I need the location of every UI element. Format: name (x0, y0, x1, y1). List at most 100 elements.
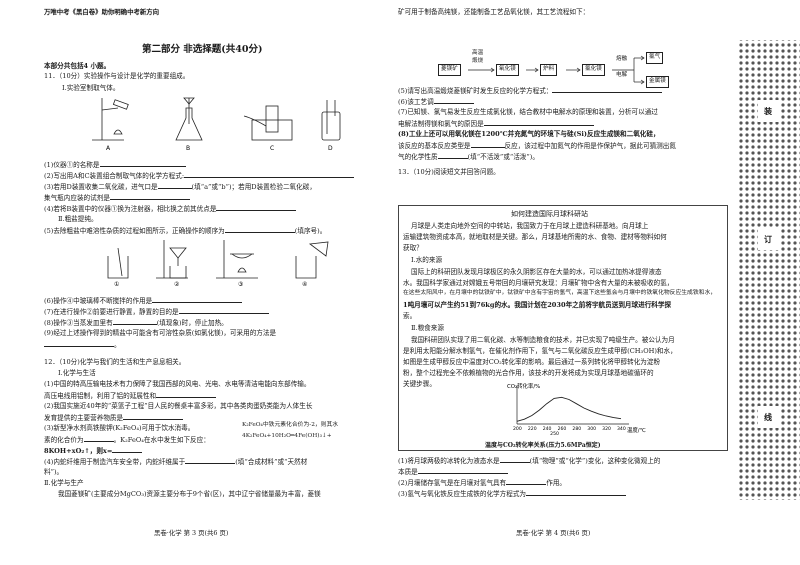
answer-blank[interactable] (185, 457, 236, 464)
flow-node-mgcl2: 氯化镁 (582, 64, 605, 76)
answer-blank[interactable] (109, 193, 190, 200)
answer-blank[interactable] (83, 435, 114, 442)
article-line: 获取？ (403, 244, 423, 252)
answer-blank[interactable] (178, 307, 269, 314)
answer-blank[interactable] (112, 318, 157, 325)
footer-right: 黑卷·化学 第 4 页(共6 页) (516, 529, 591, 537)
chart-series-line (516, 396, 622, 422)
q11-9a: (9)经过上述操作得到的精盐中可能含有可溶性杂质(如氯化镁)，可采用的方法是 (44, 329, 277, 337)
article-line: 粉，整个过程完全不依赖植物的光合作用，该技术的开发将成为实现月球基地碳循环的 (403, 369, 654, 377)
q12-part1: Ⅰ.化学与生活 (58, 369, 96, 377)
answer-blank[interactable] (216, 204, 297, 211)
article-line: 月球是人类走向地外空间的中转站，我国致力于在月球上建造科研基地。向月球上 (411, 222, 649, 230)
q11-stem: 11．（10分）实验操作与设计是化学的重要组成。 (44, 72, 190, 80)
chart-y-label: CO₂转化率/% (507, 382, 540, 390)
r8b: 该反应的基本反应类型是反应，该过程中加氮气的作用是作保护气，据此可猜测出氮 (398, 141, 676, 150)
section-title: 第二部分 非选择题(共40分) (142, 44, 263, 55)
q12-1b: 高压电线用铝制，利用了铝的延展性和 (44, 391, 217, 401)
answer-blank[interactable] (552, 86, 663, 93)
answer-blank[interactable] (44, 340, 114, 347)
binding-mark-zhuang: 装 (764, 106, 772, 116)
step-label-4: ④ (302, 281, 307, 288)
article-line: 关键步骤。 (403, 380, 436, 388)
binding-margin: 装 订 线 (738, 0, 800, 565)
r7a: (7)已知镁、氯气易发生反应生成氯化镁，结合教材中电解水的原理和装置，分析可以通… (398, 108, 658, 116)
article-line: 运输建筑物资成本高，就地取材是关键。那么，月球基地所需的水、食物、建材等物料如何 (403, 233, 667, 241)
answer-blank[interactable] (417, 467, 508, 474)
r13-1c: 本质是 (398, 467, 508, 477)
q12-2a: (2)我国实施近40年的“菜篮子工程”目人民的餐桌丰富多彩，其中各类肉蛋奶类能为… (44, 402, 313, 410)
answer-blank[interactable] (506, 478, 547, 485)
flow-arrows (468, 55, 645, 85)
apparatus-label-b: B (186, 145, 190, 152)
article-line: 1吨月壤可以产生约51到76kg的水。我国计划在2030年之前将宇航员送到月球进… (403, 301, 672, 309)
chart-caption: 温度与CO₂转化率关系(压力5.6MPa恒定) (485, 442, 601, 449)
chart-x-tick: 260 (558, 426, 567, 432)
q12-stem: 12．（10分)化学与我们的生活和生产息息相关。 (44, 358, 186, 366)
step-label-3: ③ (238, 281, 243, 288)
article-line: 在这些太阳风中，在月壤中的钛铁矿中，钛铁矿中含有宇宙的氢气，高温下这些氢会与月壤… (403, 290, 717, 296)
answer-blank[interactable] (152, 296, 243, 303)
article-line: 国际上的科研团队发现月球极区的永久阴影区存在大量的水，可以通过加热冰提得液态 (411, 268, 662, 276)
answer-blank[interactable] (112, 446, 143, 453)
answer-blank[interactable] (483, 119, 594, 126)
chart-x-tick: 300 (587, 426, 596, 432)
q11-part1: Ⅰ.实验室制取气体。 (62, 84, 120, 92)
r5: (5)请写出高温煅烧菱镁矿时发生反应的化学方程式： (398, 86, 663, 96)
article-line: 如图是生成甲醇反应中温度对CO₂转化率的影响。最后通过一系列转化将甲醇转化为淀粉 (403, 358, 661, 366)
answer-blank[interactable] (433, 97, 474, 104)
answer-blank[interactable] (499, 456, 530, 463)
q12-1a: (1)中国的特高压输电技术有力保障了我国西部的风电、光电、水电等清洁电能向东部传… (44, 380, 311, 388)
answer-blank[interactable] (184, 171, 355, 178)
flow-label-dianjie: 电解 (616, 72, 628, 78)
r13-1: (1)将月球两极的冰转化为液态水是(填“物理”或“化学”)变化，这种变化微观上的 (398, 456, 661, 465)
section-intro: 本部分共包括4 小题。 (44, 62, 111, 70)
answer-blank[interactable] (156, 391, 217, 398)
flow-label-gaowen: 高温 (472, 50, 484, 56)
q12-2b: 发育提供的主要营养物质是 (44, 413, 184, 423)
q11-5: (5)去除粗盐中难溶性杂质的过程如图所示，正确操作的顺序为(填序号)。 (44, 226, 327, 235)
chart-x-tick: 320 (602, 426, 611, 432)
q12-4a: (4)内蛇纤维用于制造汽车安全带，内蛇纤维属于(填“合成材料”或“天然材 (44, 457, 308, 466)
q11-part2: Ⅱ.粗盐提纯。 (58, 215, 98, 223)
q11-7: (7)在进行操作②前要进行静置，静置的目的是 (44, 307, 269, 317)
flow-node-furnace: 炉料 (540, 64, 558, 76)
q12-part2: Ⅱ.化学与生产 (44, 479, 84, 487)
apparatus-label-c: C (270, 145, 274, 152)
step-label-2: ② (174, 281, 180, 288)
r7b: 电解法制得镁和氯气的原因是 (398, 119, 594, 129)
answer-blank[interactable] (470, 141, 505, 148)
answer-blank[interactable] (99, 160, 186, 167)
q12-3c: 素的化合价为。K₂FeO₄在水中发生如下反应： (44, 435, 210, 444)
article-line: 水。我国科学家通过对嫦娥五号带回的月壤研究发现：月壤矿物中含有大量的未被吸收的氢… (403, 279, 674, 287)
article-title: 如何建造国际月球科研站 (511, 210, 588, 218)
answer-blank[interactable] (437, 152, 468, 159)
answer-blank[interactable] (123, 413, 184, 420)
q11-8: (8)操作③当蒸发皿里有(填现象)时，停止加热。 (44, 318, 228, 327)
q11-2: (2)写出用A和C装置组合制取气体的化学方程式: (44, 171, 355, 181)
q11-1: (1)仪器①的名称是 (44, 160, 186, 170)
q11-6: (6)操作④中玻璃棒不断搅拌的作用是 (44, 296, 243, 306)
r8d: 气的化学性质(填“不活泼”或“活泼”)。 (398, 152, 539, 161)
apparatus-label-a: A (106, 145, 111, 152)
answer-blank[interactable] (526, 489, 627, 496)
q13-stem: 13．（10分)阅读短文并回答问题。 (398, 168, 500, 176)
flow-node-mgo: 氧化镁 (496, 64, 519, 76)
article-line: 索。 (403, 312, 417, 320)
q11-9b: 。 (44, 340, 121, 350)
binding-mark-ding: 订 (764, 234, 772, 244)
answer-blank[interactable] (157, 182, 192, 189)
chart-x-label: 温度/℃ (627, 426, 646, 434)
chart-x-tick: 240 (543, 426, 552, 432)
binding-pattern (738, 40, 800, 500)
answer-blank[interactable] (224, 226, 295, 233)
page-header: 万唯中考《黑白卷》助你明确中考新方向 (44, 8, 160, 16)
r8a: (8)工业上还可以用氧化镁在1200℃并充氮气的环境下与硅(Si)反应生成镁和二… (398, 130, 660, 138)
flow-node-mg: 金属镁 (646, 76, 669, 88)
q12-4c: 料”)。 (44, 468, 64, 476)
chart-axes (516, 386, 629, 425)
q12-5a: 我国菱镁矿(主要成分MgCO₃)资源主要分布于9个省(区)，其中辽宁省储量最为丰… (58, 490, 321, 498)
q12-3a: (3)新型净水剂高铁酸钾(K₂FeO₄)可用于饮水消毒。 (44, 424, 195, 432)
